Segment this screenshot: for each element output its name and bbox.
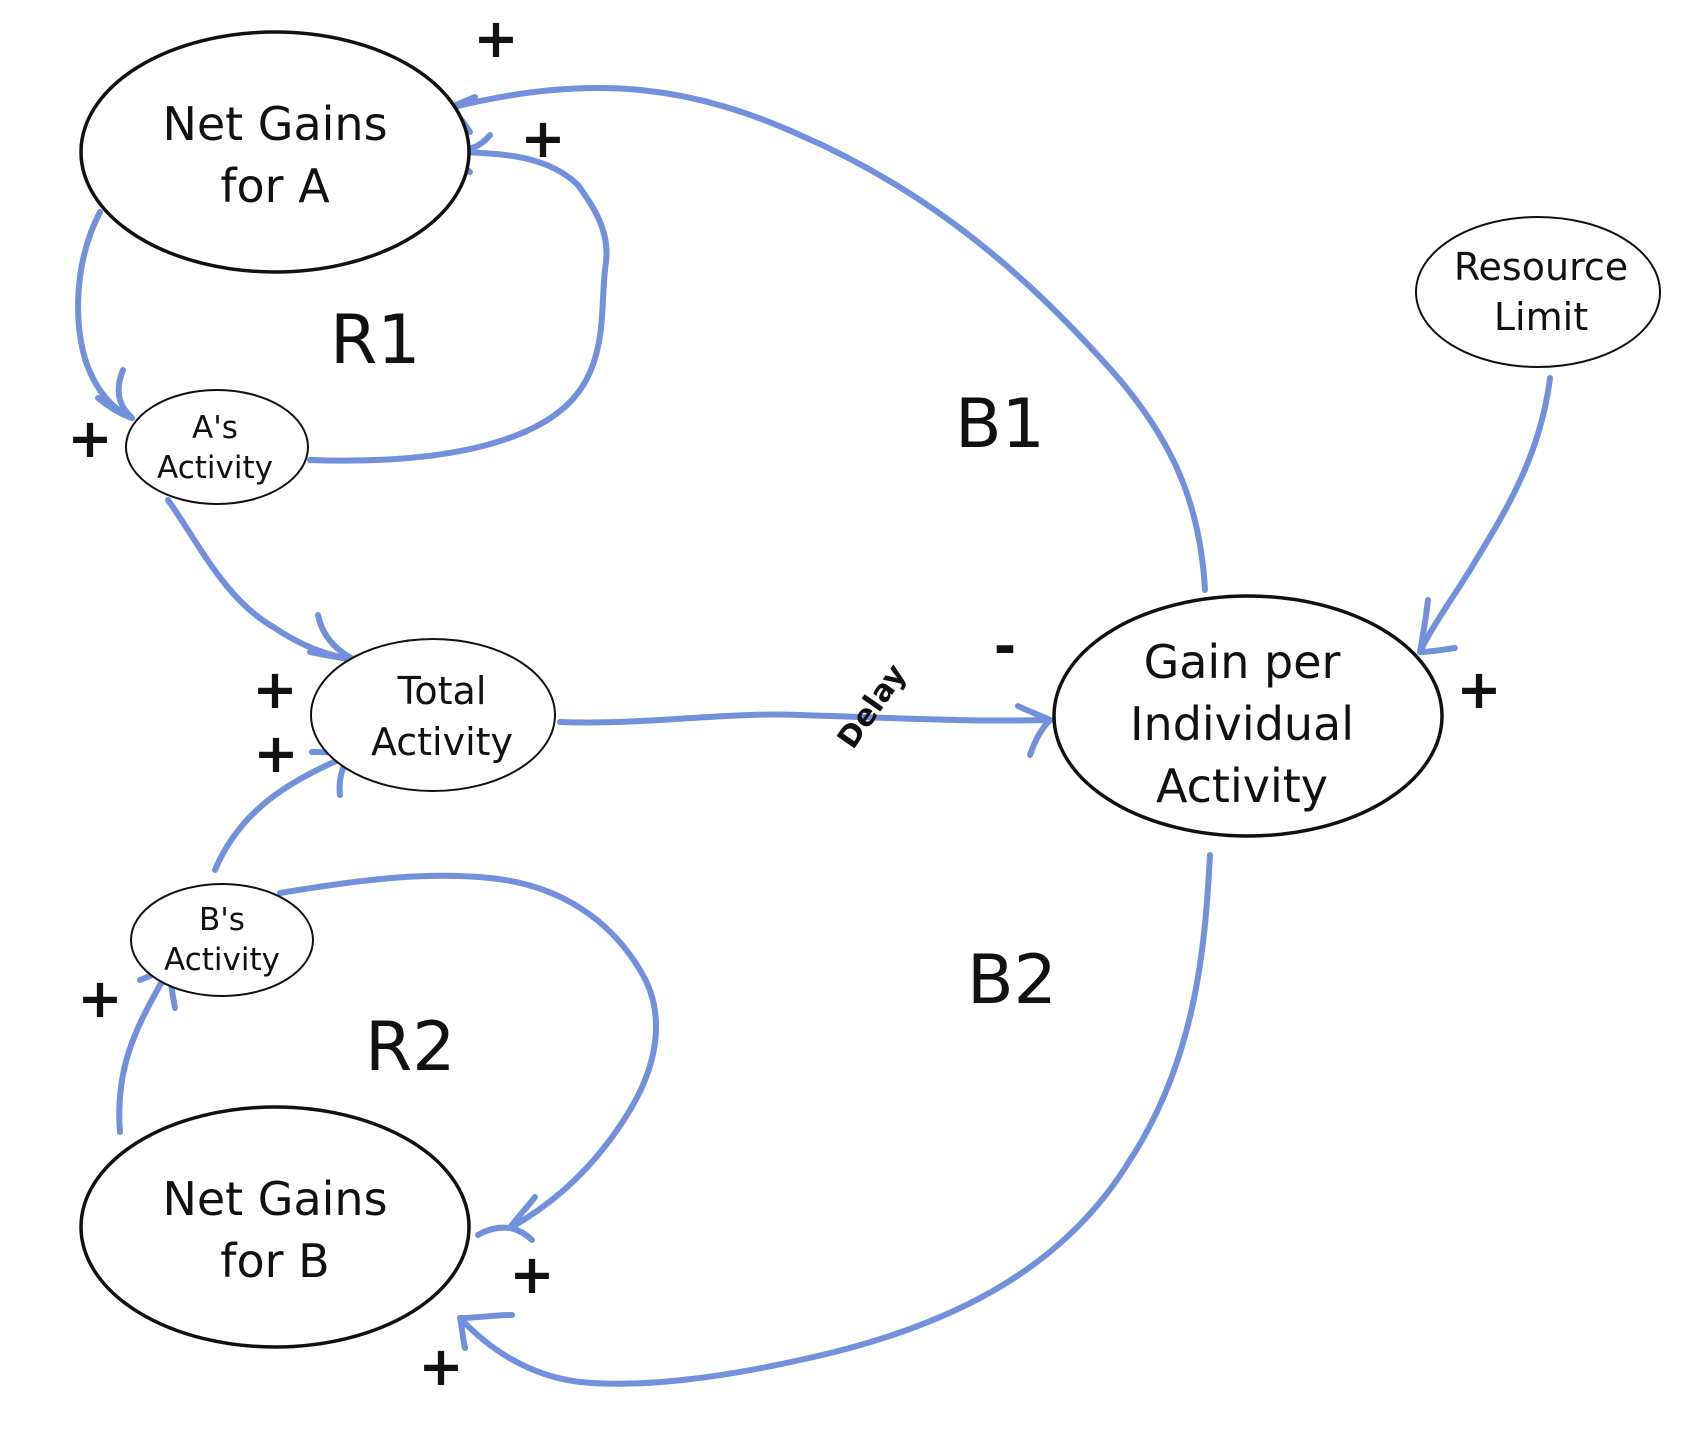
polarity-plus-net-gains-a-right: + bbox=[520, 107, 565, 170]
link-net-gains-a-to-a-activity bbox=[75, 209, 135, 421]
nodes: Net Gains for A A's Activity Total Activ… bbox=[79, 30, 1661, 1349]
node-resource-limit: Resource Limit bbox=[1415, 216, 1661, 368]
delay-label: Delay bbox=[831, 657, 914, 755]
node-b-activity-line-2: Activity bbox=[164, 942, 280, 978]
node-a-activity-line-1: A's bbox=[192, 410, 238, 446]
link-b-activity-to-net-gains-b bbox=[277, 872, 659, 1231]
polarity-markers: + + + + + - + + + + bbox=[67, 7, 1501, 1398]
loop-label-r2: R2 bbox=[365, 1008, 456, 1087]
link-b-activity-to-total-activity bbox=[212, 752, 353, 873]
arrowhead-gain-per-individual-from-resource-limit bbox=[1417, 597, 1458, 655]
polarity-plus-net-gains-a-top: + bbox=[473, 7, 518, 70]
polarity-plus-a-activity: + bbox=[67, 407, 112, 470]
loop-label-r1: R1 bbox=[330, 301, 421, 380]
node-b-activity: B's Activity bbox=[130, 883, 314, 997]
node-net-gains-for-a-line-2: for A bbox=[220, 159, 330, 213]
node-net-gains-for-b: Net Gains for B bbox=[79, 1105, 471, 1349]
loop-label-b2: B2 bbox=[967, 941, 1057, 1020]
arrowhead-net-gains-b-from-gain-per-individual bbox=[457, 1312, 515, 1351]
link-net-gains-b-to-b-activity bbox=[116, 965, 173, 1135]
loop-label-b1: B1 bbox=[955, 385, 1045, 464]
polarity-plus-b-activity: + bbox=[77, 967, 122, 1030]
arrowhead-net-gains-b-from-b-activity bbox=[475, 1194, 538, 1243]
node-gain-per-individual-line-3: Activity bbox=[1156, 759, 1328, 813]
node-a-activity: A's Activity bbox=[125, 389, 309, 505]
node-resource-limit-line-1: Resource bbox=[1454, 245, 1628, 289]
link-a-activity-to-net-gains-a bbox=[307, 149, 610, 464]
arrowhead-total-activity-from-a-activity bbox=[307, 612, 358, 663]
node-gain-per-individual-activity: Gain per Individual Activity bbox=[1052, 594, 1444, 838]
node-total-activity-line-1: Total bbox=[397, 669, 487, 713]
link-total-activity-to-gain-per-individual bbox=[557, 711, 1053, 726]
loop-labels: R1 B1 R2 B2 bbox=[330, 301, 1057, 1087]
polarity-minus-gain-per-individual: - bbox=[994, 615, 1016, 678]
arrowhead-gain-per-individual-from-total-activity bbox=[1015, 703, 1053, 758]
polarity-plus-resource-limit: + bbox=[1456, 658, 1501, 721]
link-gain-per-individual-to-net-gains-b bbox=[457, 852, 1213, 1387]
node-net-gains-for-b-line-1: Net Gains bbox=[162, 1172, 387, 1226]
node-net-gains-for-a-line-1: Net Gains bbox=[162, 97, 387, 151]
node-net-gains-for-b-line-2: for B bbox=[220, 1234, 329, 1288]
node-gain-per-individual-line-1: Gain per bbox=[1144, 635, 1341, 689]
node-net-gains-for-a: Net Gains for A bbox=[79, 30, 471, 274]
node-a-activity-line-2: Activity bbox=[157, 450, 273, 486]
polarity-plus-net-gains-b-right: + bbox=[509, 1243, 554, 1306]
link-resource-limit-to-gain-per-individual bbox=[1417, 375, 1553, 655]
node-total-activity: Total Activity bbox=[310, 638, 556, 792]
link-gain-per-individual-to-net-gains-a bbox=[447, 85, 1208, 593]
polarity-plus-net-gains-b-bottom: + bbox=[418, 1335, 463, 1398]
polarity-plus-total-activity-upper: + bbox=[252, 658, 297, 721]
arrowhead-a-activity-from-net-gains bbox=[95, 367, 135, 421]
node-b-activity-line-1: B's bbox=[199, 902, 245, 938]
node-resource-limit-line-2: Limit bbox=[1494, 295, 1588, 339]
polarity-plus-total-activity-lower: + bbox=[253, 722, 298, 785]
node-total-activity-line-2: Activity bbox=[371, 720, 513, 764]
node-gain-per-individual-line-2: Individual bbox=[1130, 697, 1354, 751]
